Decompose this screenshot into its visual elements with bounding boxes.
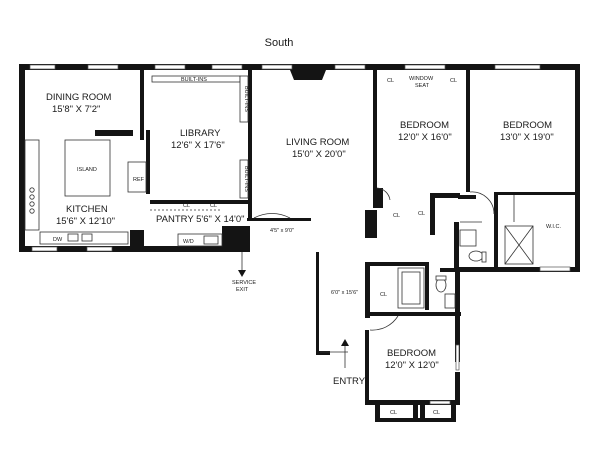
kitchen-dims: 15'6" X 12'10" <box>56 216 115 227</box>
window-seat-label-2: SEAT <box>415 83 430 89</box>
living-room-dims: 15'0" X 20'0" <box>292 149 346 160</box>
island-label: ISLAND <box>77 167 97 173</box>
bedroom-1-name: BEDROOM <box>400 120 449 131</box>
wic-label: W.I.C. <box>546 224 561 230</box>
wd-label: W/D <box>183 239 194 245</box>
hall-dims-lower: 6'0" x 15'6" <box>331 290 358 296</box>
cl-label-bedroom1-a: CL <box>387 78 394 84</box>
library-name: LIBRARY <box>180 128 221 139</box>
cl-label-bedroom1-b: CL <box>450 78 457 84</box>
dining-room-name: DINING ROOM <box>46 92 112 103</box>
cl-label-hall: CL <box>380 292 387 298</box>
service-exit-label-2: EXIT <box>236 287 249 293</box>
living-room-name: LIVING ROOM <box>286 137 349 148</box>
window-seat-label-1: WINDOW <box>409 76 434 82</box>
hall-dims-upper: 4'5" x 9'0" <box>270 228 294 234</box>
cl-label-bedroom1-c: CL <box>393 213 400 219</box>
cl-label-pantry-b: CL <box>210 203 217 209</box>
doors <box>253 187 515 353</box>
bedroom-2-name: BEDROOM <box>503 120 552 131</box>
kitchen-name: KITCHEN <box>66 204 108 215</box>
dw-label: DW <box>53 237 63 243</box>
compass-label: South <box>265 37 294 49</box>
builtins-label-lower: BUILT-INS <box>243 166 249 192</box>
bedroom-2-dims: 13'0" X 19'0" <box>500 132 554 143</box>
bath-fixtures <box>397 225 534 309</box>
windows <box>29 64 571 405</box>
service-exit-label-1: SERVICE <box>232 280 256 286</box>
builtins-label-top: BUILT-INS <box>181 77 207 83</box>
cl-label-bedroom3-b: CL <box>433 410 440 416</box>
bedroom-1-dims: 12'0" X 16'0" <box>398 132 452 143</box>
bedroom-3-dims: 12'0" X 12'0" <box>385 360 439 371</box>
library-dims: 12'6" X 17'6" <box>171 140 225 151</box>
walls <box>19 64 580 422</box>
kitchen-fixtures <box>24 139 223 247</box>
entry-arrow <box>341 339 349 368</box>
builtins-label-right: BUILT-INS <box>243 86 249 112</box>
pantry-name: PANTRY 5'6" X 14'0" <box>156 214 245 225</box>
bedroom-3-name: BEDROOM <box>387 348 436 359</box>
cl-label-bedroom1-d: CL <box>418 211 425 217</box>
entry-label: ENTRY <box>333 376 366 387</box>
dining-room-dims: 15'8" X 7'2" <box>52 104 100 115</box>
fireplace <box>290 70 326 80</box>
service-exit-arrow <box>238 252 246 277</box>
ref-label: REF <box>133 177 145 183</box>
cl-label-bedroom3-a: CL <box>390 410 397 416</box>
cl-label-pantry-a: CL <box>183 203 190 209</box>
library-builtins <box>151 75 249 199</box>
